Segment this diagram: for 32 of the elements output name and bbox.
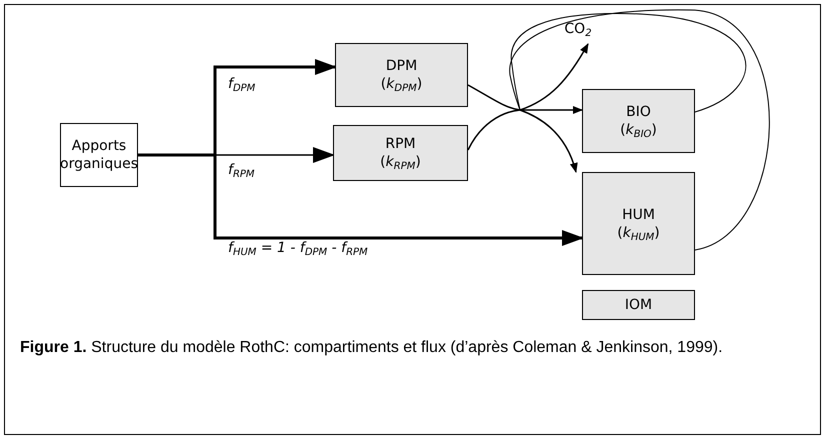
pool-box [582, 290, 695, 320]
rate-constant: (k$_{DPM}$) [380, 75, 422, 93]
pool-name: DPM [386, 57, 418, 75]
pool-box [333, 125, 468, 181]
pool-box [335, 43, 468, 107]
rate-constant: (k$_{HUM}$) [617, 224, 660, 242]
feedback-line [510, 10, 770, 250]
pool-box [582, 172, 695, 275]
pool-name: BIO [626, 103, 651, 121]
flow-line [467, 109, 520, 150]
rate-constant: (k$_{RPM}$) [380, 153, 421, 171]
pool-name: Apports organiques [60, 137, 138, 173]
edge-label: f$_{RPM}$ [226, 162, 257, 178]
figure-caption: Figure 1. Structure du modèle RothC: compartiments et flux (d’après Coleman & Jenkinson, 1999). [20, 338, 724, 358]
pool-name: IOM [624, 296, 652, 314]
flow-line [468, 84, 520, 111]
input-box [60, 123, 138, 187]
pool-name: RPM [385, 135, 416, 153]
arrow [215, 147, 335, 163]
flow-line [138, 154, 215, 156]
arrow [214, 59, 337, 155]
pool-box [582, 89, 695, 153]
edge-label: f$_{HUM}$ = 1 - f$_{DPM}$ - f$_{RPM}$ [226, 240, 370, 256]
output-text: CO$_{2}$ [564, 20, 592, 38]
edge-label: f$_{DPM}$ [226, 76, 258, 92]
arrow [520, 43, 589, 111]
arrow [214, 155, 584, 246]
rate-constant: (k$_{BIO}$) [620, 121, 657, 139]
arrow [520, 106, 583, 114]
pool-name: HUM [622, 206, 655, 224]
feedback-line [510, 13, 746, 112]
arrow [520, 109, 578, 173]
